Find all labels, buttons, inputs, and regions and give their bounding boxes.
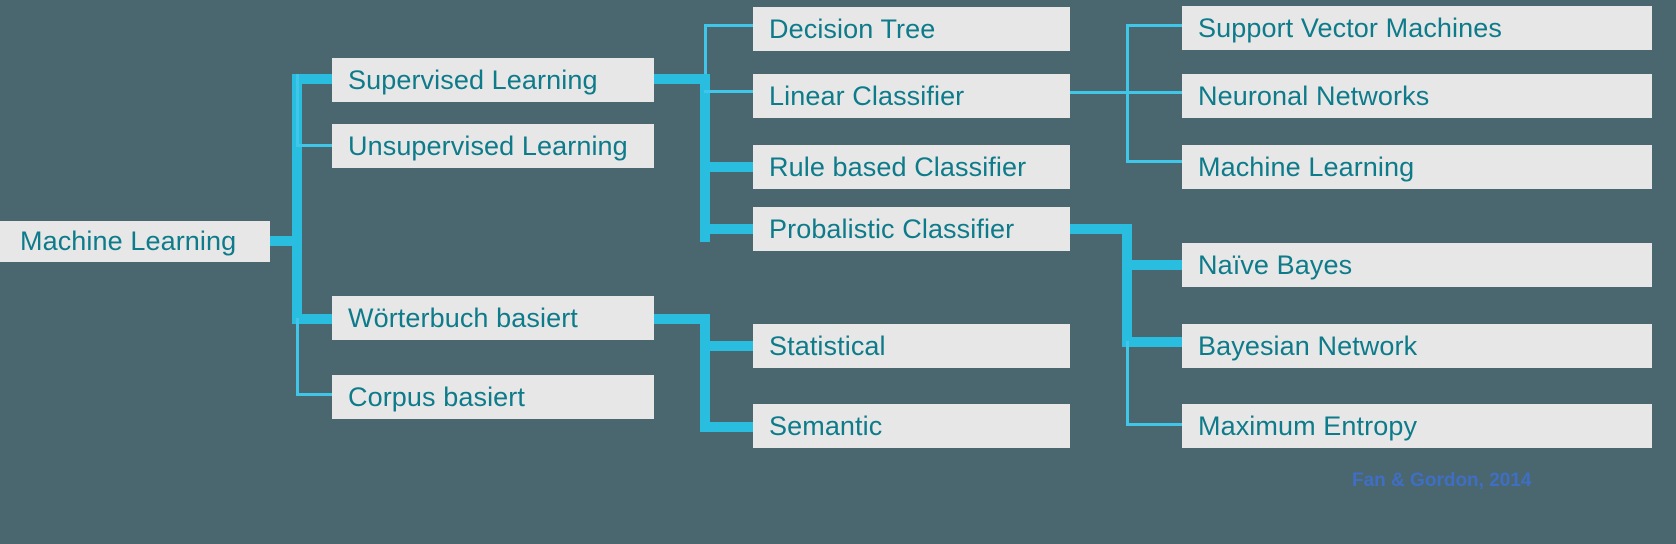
node-machine-learning-root[interactable]: Machine Learning [0,221,270,262]
node-label: Naïve Bayes [1198,249,1353,280]
connector-to-machine-learning-leaf [1126,160,1184,163]
connector-probalistic-spine [1122,224,1132,347]
node-label: Machine Learning [20,226,237,256]
connector-root-to-corpus [296,393,334,396]
node-woerterbuch-basiert[interactable]: Wörterbuch basiert [332,296,654,340]
connector-root-spine-thin-lower [296,318,299,396]
connector-to-semantic [700,422,754,432]
node-semantic[interactable]: Semantic [753,404,1070,448]
node-label: Machine Learning [1198,151,1415,182]
connector-woerterbuch-stub [654,314,702,324]
connector-root-spine-thin-upper [296,74,299,146]
node-label: Semantic [769,410,883,441]
connector-supervised-spine [700,74,710,242]
credit-attribution: Fan & Gordon, 2014 [1352,470,1532,491]
node-label: Supervised Learning [348,64,598,95]
connector-woerterbuch-spine [700,314,710,432]
node-label: Decision Tree [769,13,936,44]
node-maximum-entropy[interactable]: Maximum Entropy [1182,404,1652,448]
node-label: Wörterbuch basiert [348,302,578,333]
connector-to-support-vector-machines [1126,24,1184,27]
node-neuronal-networks[interactable]: Neuronal Networks [1182,74,1652,118]
node-linear-classifier[interactable]: Linear Classifier [753,74,1070,118]
node-label: Neuronal Networks [1198,80,1430,111]
node-support-vector-machines[interactable]: Support Vector Machines [1182,6,1652,50]
connector-root-spine [292,74,302,324]
connector-root-to-unsupervised [296,144,334,147]
node-decision-tree[interactable]: Decision Tree [753,7,1070,51]
connector-supervised-spine-thin-up [704,24,707,78]
node-probalistic-classifier[interactable]: Probalistic Classifier [753,207,1070,251]
node-supervised-learning[interactable]: Supervised Learning [332,58,654,102]
node-naive-bayes[interactable]: Naïve Bayes [1182,243,1652,287]
node-corpus-basiert[interactable]: Corpus basiert [332,375,654,419]
node-label: Bayesian Network [1198,330,1418,361]
node-unsupervised-learning[interactable]: Unsupervised Learning [332,124,654,168]
connector-linear-stub [1070,91,1128,94]
node-label: Support Vector Machines [1198,12,1502,43]
connector-to-naive-bayes [1122,260,1184,270]
connector-to-probalistic [700,224,754,234]
connector-to-bayesian-network [1122,337,1184,347]
connector-root-to-supervised [292,74,334,84]
node-label: Rule based Classifier [769,151,1027,182]
node-label: Corpus basiert [348,381,525,412]
connector-root-to-woerterbuch [292,314,334,324]
node-label: Statistical [769,330,886,361]
node-machine-learning-leaf[interactable]: Machine Learning [1182,145,1652,189]
node-label: Maximum Entropy [1198,410,1418,441]
node-bayesian-network[interactable]: Bayesian Network [1182,324,1652,368]
connector-probalistic-stub [1070,224,1132,234]
node-rule-based-classifier[interactable]: Rule based Classifier [753,145,1070,189]
connector-to-neuronal-networks [1126,91,1184,94]
node-label: Probalistic Classifier [769,213,1015,244]
connector-to-decision-tree [704,24,754,27]
connector-root-stub [270,236,292,246]
connector-supervised-spine-join [676,74,710,84]
connector-to-statistical [700,341,754,351]
connector-supervised-stub [654,74,676,84]
node-statistical[interactable]: Statistical [753,324,1070,368]
connector-to-linear-classifier [704,90,754,93]
node-label: Linear Classifier [769,80,965,111]
connector-to-rule-based [700,162,754,172]
connector-probalistic-spine-thin [1126,341,1129,426]
node-label: Unsupervised Learning [348,130,628,161]
connector-to-maximum-entropy [1126,423,1184,426]
